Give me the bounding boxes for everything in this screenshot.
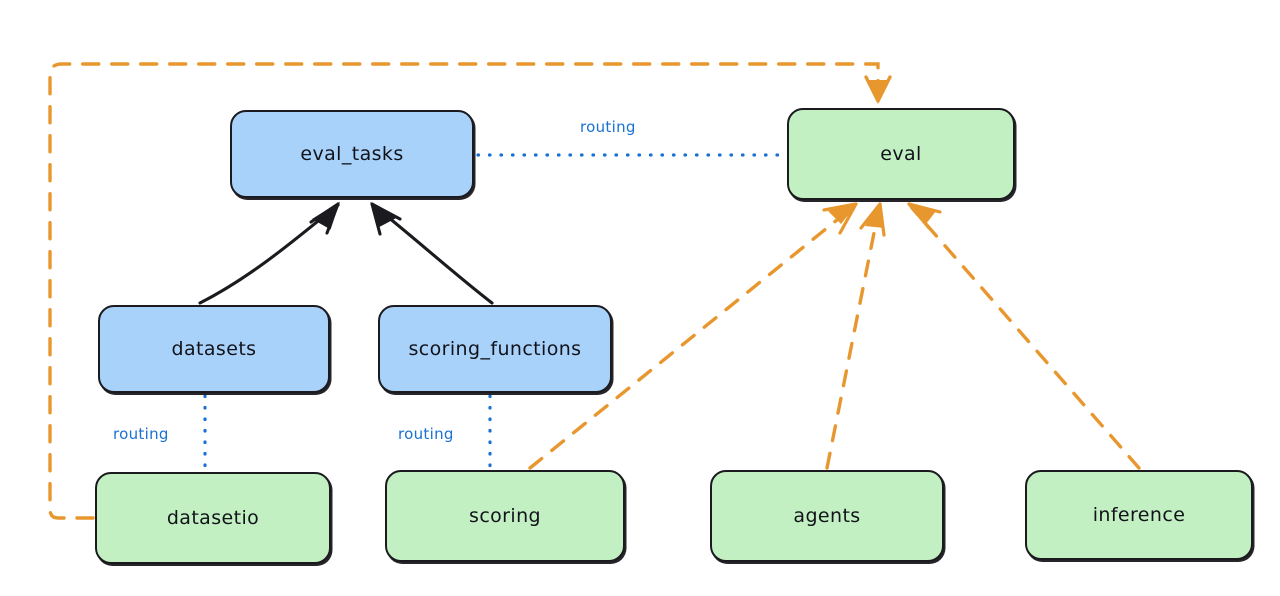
edge-agents-to-eval <box>825 202 886 470</box>
edge-datasets-to-eval-tasks <box>198 201 340 305</box>
edge-scoring-to-eval <box>528 202 858 470</box>
node-label-agents: agents <box>793 505 861 527</box>
node-eval-tasks[interactable]: eval_tasks <box>230 110 474 198</box>
node-datasetio[interactable]: datasetio <box>95 472 331 564</box>
edge-label-routing-eval-tasks-eval: routing <box>580 118 636 136</box>
node-label-eval-tasks: eval_tasks <box>300 143 404 165</box>
node-label-eval: eval <box>880 143 922 165</box>
edge-scoring-functions-to-eval-tasks <box>370 201 494 305</box>
edge-datasetio-to-eval <box>48 62 892 520</box>
edge-label-routing-scoring-functions-scoring: routing <box>398 425 454 443</box>
node-eval[interactable]: eval <box>787 108 1015 200</box>
node-inference[interactable]: inference <box>1025 470 1253 560</box>
node-scoring-functions[interactable]: scoring_functions <box>378 305 612 393</box>
node-label-datasetio: datasetio <box>166 507 260 529</box>
node-label-scoring: scoring <box>469 505 541 527</box>
node-label-datasets: datasets <box>171 338 257 360</box>
node-scoring[interactable]: scoring <box>385 470 625 562</box>
node-label-inference: inference <box>1092 504 1186 526</box>
node-label-scoring-functions: scoring_functions <box>408 338 582 360</box>
node-agents[interactable]: agents <box>710 470 944 562</box>
edge-inference-to-eval <box>907 202 1141 470</box>
edge-label-routing-datasets-datasetio: routing <box>113 425 169 443</box>
node-datasets[interactable]: datasets <box>98 305 330 393</box>
